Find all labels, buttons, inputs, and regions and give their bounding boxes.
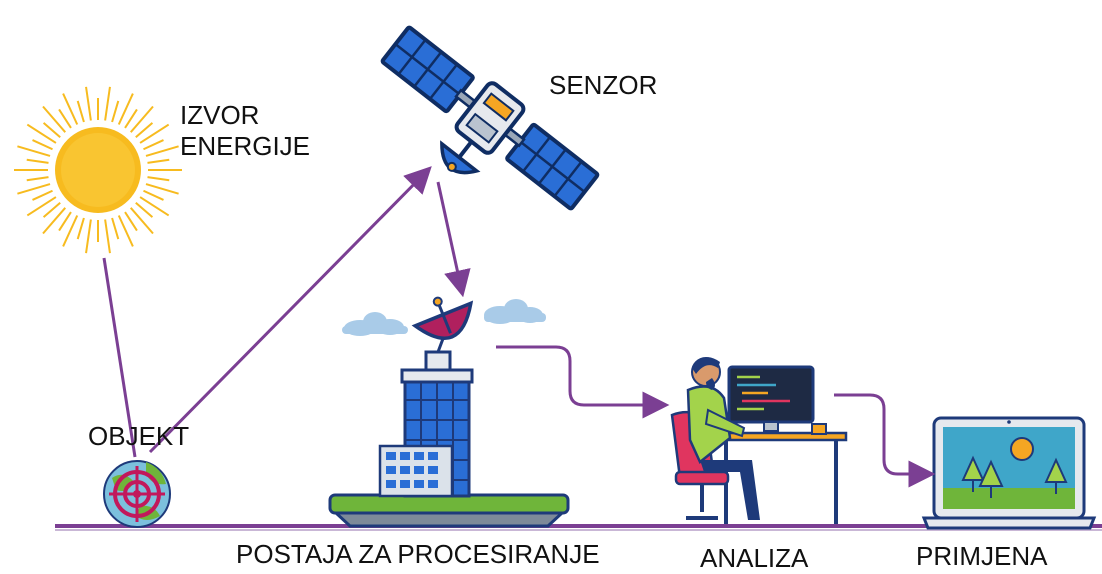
sun-ray xyxy=(17,145,51,157)
sun-ray xyxy=(111,217,120,240)
sun-ray xyxy=(143,139,164,151)
sensor-label: SENZOR xyxy=(549,70,658,100)
sun-ray xyxy=(85,219,92,254)
analysis-to-application-arrow xyxy=(834,393,936,488)
sun-ray xyxy=(129,105,154,133)
station-to-analysis-arrow xyxy=(496,345,670,419)
sun-icon xyxy=(14,86,182,254)
sun-ray xyxy=(26,158,49,164)
sun-ray xyxy=(76,100,85,123)
sun-ray xyxy=(17,183,51,195)
sun-ray xyxy=(145,145,179,157)
sun-ray xyxy=(111,100,120,123)
sensor-to-station-arrow xyxy=(436,181,471,298)
processing-station-label: POSTAJA ZA PROCESIRANJE xyxy=(236,539,600,569)
sun-ray xyxy=(143,189,164,201)
ground-station-icon xyxy=(328,296,570,528)
sun-ray xyxy=(42,105,67,133)
sun-ray xyxy=(42,207,67,235)
sun-ray xyxy=(62,93,79,125)
sun-ray xyxy=(147,176,170,182)
sun-ray xyxy=(32,139,53,151)
sun-ray xyxy=(135,201,154,218)
analysis-label: ANALIZA xyxy=(700,543,809,573)
sun-ray xyxy=(58,108,72,129)
laptop-landscape-icon xyxy=(921,416,1097,530)
sun-ray xyxy=(145,183,179,195)
sun-ray xyxy=(62,215,79,247)
sun-ray xyxy=(139,123,170,144)
sun-ray xyxy=(129,207,154,235)
sun-ray xyxy=(26,176,49,182)
sun-ray xyxy=(85,86,92,121)
target-globe-icon xyxy=(103,460,171,528)
application-label: PRIMJENA xyxy=(916,541,1048,571)
sun-ray xyxy=(124,211,138,232)
sun-ray xyxy=(147,158,170,164)
energy-source-label: IZVOR ENERGIJE xyxy=(180,100,311,161)
sun-ray xyxy=(26,123,57,144)
sun-ray xyxy=(42,201,61,218)
sun-ray xyxy=(58,211,72,232)
sun-to-object-line xyxy=(102,257,137,458)
sun-ray xyxy=(139,196,170,217)
sun-ray xyxy=(42,122,61,139)
analyst-at-computer-icon xyxy=(670,357,848,524)
sun-ray xyxy=(76,217,85,240)
object-label: OBJEKT xyxy=(88,421,190,451)
cloud-icon xyxy=(342,312,408,336)
sun-ray xyxy=(32,189,53,201)
sun-ray xyxy=(104,219,111,254)
object-to-sensor-arrow xyxy=(148,166,432,454)
sun-ray xyxy=(135,122,154,139)
sun-ray xyxy=(26,196,57,217)
cloud-icon xyxy=(484,299,546,324)
sun-ray xyxy=(117,93,134,125)
sun-ray xyxy=(117,215,134,247)
satellite-icon xyxy=(380,25,600,211)
sun-ray xyxy=(104,86,111,121)
sun-ray xyxy=(124,108,138,129)
